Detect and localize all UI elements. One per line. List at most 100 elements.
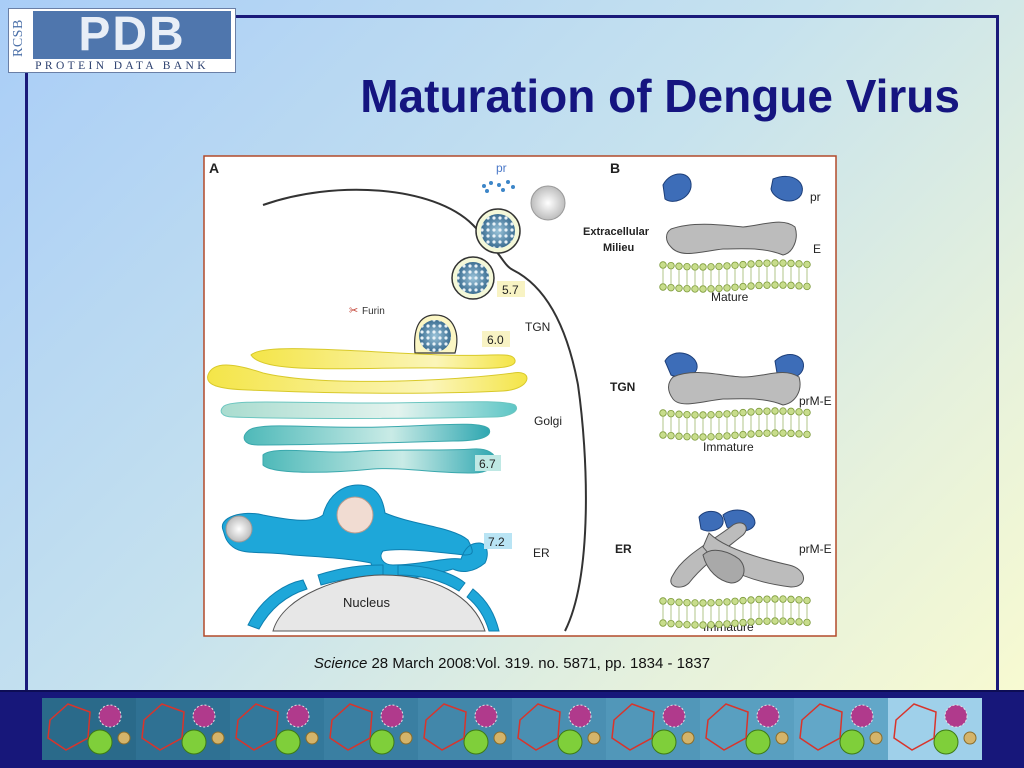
er-virion-2 xyxy=(336,496,374,534)
ph-57-box xyxy=(497,281,525,297)
lipid-head xyxy=(683,432,691,441)
lipid-head xyxy=(739,618,747,627)
lipid-head xyxy=(755,595,763,604)
icosahedron-cage xyxy=(799,703,843,751)
small-virion xyxy=(775,731,789,745)
lipid-head xyxy=(771,595,779,603)
furin-label: Furin xyxy=(362,306,385,317)
lipid-head xyxy=(659,283,667,291)
tgn-cisterna-2 xyxy=(207,364,528,394)
lipid-head xyxy=(723,432,731,440)
purple-virion xyxy=(662,704,686,728)
lipid-head xyxy=(755,281,763,290)
prm-left-er xyxy=(698,510,724,532)
lipid-head xyxy=(675,410,683,418)
lipid-head xyxy=(795,430,803,438)
ph-67-box xyxy=(475,455,501,471)
lipid-head xyxy=(707,411,715,419)
nucleus xyxy=(272,574,486,632)
lipid-head xyxy=(659,261,667,269)
lipid-head xyxy=(691,263,699,271)
lipid-head xyxy=(707,599,715,607)
lipid-head xyxy=(715,598,723,607)
lipid-head xyxy=(787,429,795,438)
lipid-head xyxy=(667,261,675,270)
lipid-head xyxy=(787,259,795,268)
lipid-head xyxy=(803,282,811,291)
lipid-head xyxy=(763,617,771,625)
virus-tile xyxy=(700,698,794,760)
pr-fragments xyxy=(482,180,515,193)
green-capsid xyxy=(839,729,865,755)
tgn-label-b: TGN xyxy=(610,380,635,394)
lipid-head xyxy=(747,596,755,604)
lipid-head xyxy=(659,619,667,627)
panel-b-label: B xyxy=(610,160,620,176)
icosahedron-cage xyxy=(141,703,185,751)
lipid-head xyxy=(691,433,699,441)
er-label-b: ER xyxy=(615,542,632,556)
lipid-head xyxy=(779,407,787,415)
lipid-head xyxy=(667,283,675,292)
lipid-head xyxy=(667,619,675,628)
panel-a-label: A xyxy=(209,160,219,176)
ph-67-label: 6.7 xyxy=(479,457,496,471)
virus-tile xyxy=(324,698,418,760)
purple-virion xyxy=(380,704,404,728)
extracellular-label-1: Extracellular xyxy=(583,226,650,238)
icosahedron-cage xyxy=(423,703,467,751)
ph-72-label: 7.2 xyxy=(488,535,505,549)
prme-label-top: prM-E xyxy=(799,394,832,408)
lipid-head xyxy=(763,407,771,415)
purple-virion xyxy=(756,704,780,728)
lipid-head xyxy=(699,411,707,419)
virus-tile xyxy=(606,698,700,760)
lipid-head xyxy=(675,432,683,440)
small-virion xyxy=(963,731,977,745)
citation: Science 28 March 2008:Vol. 319. no. 5871… xyxy=(0,655,1024,672)
lipid-head xyxy=(715,620,723,629)
purple-virion xyxy=(850,704,874,728)
green-capsid xyxy=(87,729,113,755)
pr-protein-left xyxy=(662,173,692,202)
icosahedron-cage xyxy=(893,703,937,751)
lipid-head xyxy=(747,430,755,438)
tgn-cisterna-1 xyxy=(250,348,516,370)
rcsb-pdb-logo[interactable]: RCSB PDB PROTEIN DATA BANK xyxy=(8,8,236,73)
purple-virion xyxy=(286,704,310,728)
lipid-head xyxy=(723,620,731,628)
virus-tile xyxy=(512,698,606,760)
virus-tile xyxy=(418,698,512,760)
lipid-head xyxy=(683,284,691,293)
pr-label-a: pr xyxy=(496,161,507,175)
purple-virion xyxy=(944,704,968,728)
virus-tile xyxy=(136,698,230,760)
lipid-head xyxy=(795,596,803,604)
icosahedron-cage xyxy=(329,703,373,751)
er-label-a: ER xyxy=(533,546,550,560)
citation-journal: Science xyxy=(313,655,368,672)
lipid-head xyxy=(779,281,787,289)
purple-virion xyxy=(474,704,498,728)
lipid-head xyxy=(707,285,715,293)
lipid-head xyxy=(667,409,675,418)
lipid-head xyxy=(763,259,771,267)
lipid-head xyxy=(731,283,739,291)
logo-subtitle: PROTEIN DATA BANK xyxy=(35,60,209,72)
logo-pdb-text: PDB xyxy=(33,11,231,59)
lipid-head xyxy=(779,259,787,267)
lipid-head xyxy=(723,284,731,292)
lipid-head xyxy=(707,433,715,441)
citation-text: 28 March 2008:Vol. 319. no. 5871, pp. 18… xyxy=(367,655,711,672)
lipid-head xyxy=(739,282,747,291)
lipid-head xyxy=(699,263,707,271)
lipid-head xyxy=(667,597,675,606)
lipid-head xyxy=(675,598,683,606)
lipid-head xyxy=(787,281,795,290)
lipid-head xyxy=(691,285,699,293)
small-virion xyxy=(869,731,883,745)
purple-virion xyxy=(98,704,122,728)
lipid-head xyxy=(683,620,691,629)
plasma-membrane xyxy=(262,188,587,632)
